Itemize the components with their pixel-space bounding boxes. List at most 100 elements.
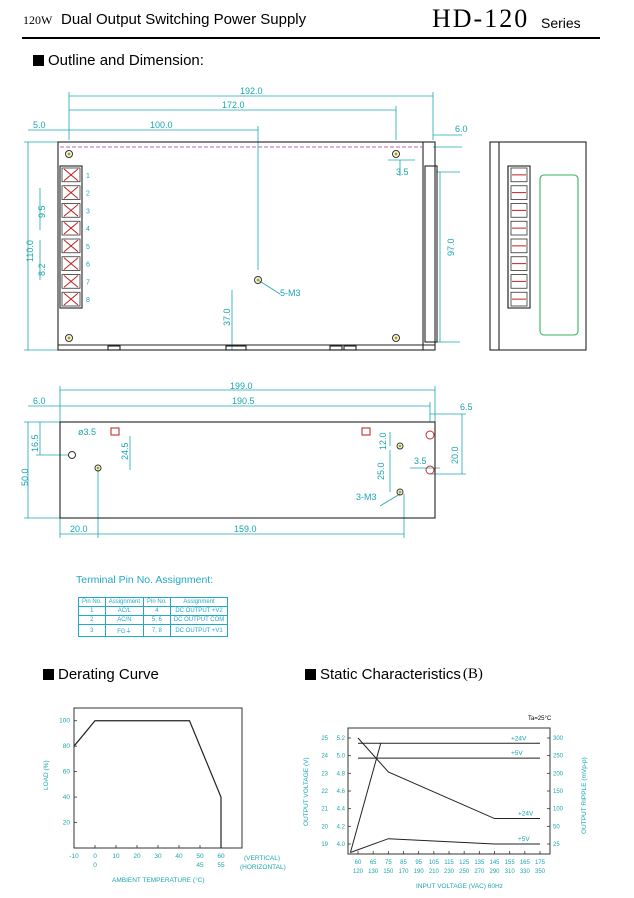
static-xtick-top-label: 85 [400, 860, 407, 866]
static-ytick-inner-label: 4.0 [337, 842, 346, 848]
case-top-outline [57, 141, 436, 351]
dim-110: 110.0 [25, 240, 35, 262]
static-xtick-bottom-label: 330 [520, 869, 531, 875]
derating-xtick-label: 50 [196, 853, 204, 860]
static-ytick-outer-label: 20 [321, 824, 328, 830]
static-heading-suffix: (B) [462, 666, 483, 682]
static-xtick-top-label: 60 [355, 860, 362, 866]
derating-xtick-horizontal-label: 0 [93, 862, 97, 869]
terminal-screw-icon [510, 220, 528, 236]
side-view [489, 141, 587, 351]
derating-xlabel: AMBIENT TEMPERATURE (°C) [112, 876, 205, 884]
static-chart: Ta=25°C 60120651307515085170951901052101… [303, 716, 588, 890]
static-ytick-inner-label: 4.4 [337, 807, 346, 813]
dim-100: 100.0 [150, 120, 173, 130]
mount-hole-icon [425, 465, 435, 475]
terminal-number: 2 [86, 191, 90, 198]
terminal-screw-icon [61, 203, 81, 218]
dim-50: 50.0 [20, 468, 30, 486]
static-ytick-inner-label: 4.6 [337, 789, 346, 795]
table-cell: 2 [78, 615, 106, 625]
static-xtick-bottom-label: 290 [489, 869, 500, 875]
terminal-screw-icon [510, 185, 528, 200]
static-xtick-top-label: 105 [429, 860, 440, 866]
terminal-number: 3 [86, 208, 90, 215]
terminal-number: 5 [86, 244, 90, 251]
static-ylabel-right: OUTPUT RIPPLE (mVp-p) [581, 757, 588, 834]
table-header: Assignment [169, 597, 229, 607]
dim-20-bottom: 20.0 [70, 524, 88, 534]
derating-xtick-horizontal-label: 55 [217, 862, 225, 869]
derating-xtick-horizontal-label: 45 [196, 862, 204, 869]
dim-6-5: 6.5 [460, 402, 473, 412]
static-series-line [357, 737, 540, 820]
outline-section-heading: Outline and Dimension: [33, 52, 204, 69]
derating-xtick-label: 20 [133, 853, 141, 860]
terminal-screw-icon [510, 167, 528, 183]
model-code: HD-120 [432, 4, 530, 33]
dim-6: 6.0 [455, 124, 468, 134]
bullet-square-icon [305, 669, 316, 680]
static-ytick-outer-label: 25 [321, 736, 328, 742]
derating-xtick-label: 40 [175, 853, 183, 860]
dim-5: 5.0 [33, 120, 46, 130]
header-rule [22, 37, 600, 39]
terminal-number: 7 [86, 279, 90, 286]
table-header: Pin No. [143, 597, 171, 607]
static-ytick-outer-label: 22 [321, 789, 328, 795]
outline-heading-text: Outline and Dimension: [48, 52, 204, 69]
table-header: Assignment [104, 597, 145, 607]
derating-ytick-label: 100 [59, 718, 70, 725]
model-wattage: 120W [23, 13, 53, 27]
static-xtick-top-label: 175 [535, 860, 546, 866]
dim-159: 159.0 [234, 524, 257, 534]
series-label: Series [541, 15, 581, 31]
dim-20-right: 20.0 [450, 446, 460, 464]
static-xtick-bottom-label: 350 [535, 869, 546, 875]
static-xtick-top-label: 155 [505, 860, 516, 866]
static-xtick-top-label: 95 [415, 860, 422, 866]
terminal-number: 6 [86, 262, 90, 269]
terminal-screw-icon [510, 291, 528, 307]
table-cell: 1 [78, 606, 106, 616]
table-cell: AC/L [104, 606, 145, 616]
static-ytick-inner-label: 4.8 [337, 771, 346, 777]
static-xtick-bottom-label: 250 [459, 869, 470, 875]
derating-xtick-label: 10 [112, 853, 120, 860]
terminal-table-title: Terminal Pin No. Assignment: [76, 574, 214, 586]
static-series-label: +24V [511, 735, 527, 742]
static-ytick-right-label: 200 [553, 771, 564, 777]
static-xtick-bottom-label: 190 [414, 869, 425, 875]
static-ylabel-left: OUTPUT VOLTAGE (V) [303, 757, 310, 826]
static-ytick-right-label: 100 [553, 807, 564, 813]
mount-hole-icon [65, 150, 73, 158]
derating-ytick-label: 60 [63, 769, 71, 776]
static-xtick-top-label: 115 [444, 860, 454, 866]
static-xtick-bottom-label: 230 [444, 869, 455, 875]
static-xtick-top-label: 165 [520, 860, 531, 866]
terminal-number: 8 [86, 297, 90, 304]
static-xtick-top-label: 135 [474, 860, 485, 866]
top-view-drawing: 192.0 172.0 100.0 5.0 6.0 3.5 5-M3 9.5 1… [24, 86, 587, 351]
mount-hole-icon [65, 334, 73, 342]
static-ytick-outer-label: 24 [321, 754, 328, 760]
mount-hole-icon [425, 430, 435, 440]
terminal-screw-icon [61, 274, 81, 289]
static-heading-text: Static Characteristics [320, 666, 461, 683]
screw-label-3m3: 3-M3 [356, 492, 377, 502]
terminal-screw-icon [510, 203, 528, 218]
static-series-label: +24V [518, 811, 534, 818]
dim-172: 172.0 [222, 100, 245, 110]
derating-section-heading: Derating Curve [43, 666, 159, 683]
static-xtick-top-label: 75 [385, 860, 392, 866]
static-xtick-bottom-label: 210 [429, 869, 440, 875]
dim-24-5: 24.5 [120, 442, 130, 460]
screw-label-5m3: 5-M3 [280, 288, 301, 298]
static-ytick-right-label: 300 [553, 736, 564, 742]
case-front-outline [59, 421, 436, 519]
dim-190-5: 190.5 [232, 396, 255, 406]
dim-25: 25.0 [376, 462, 386, 480]
mount-hole-icon [68, 451, 76, 459]
